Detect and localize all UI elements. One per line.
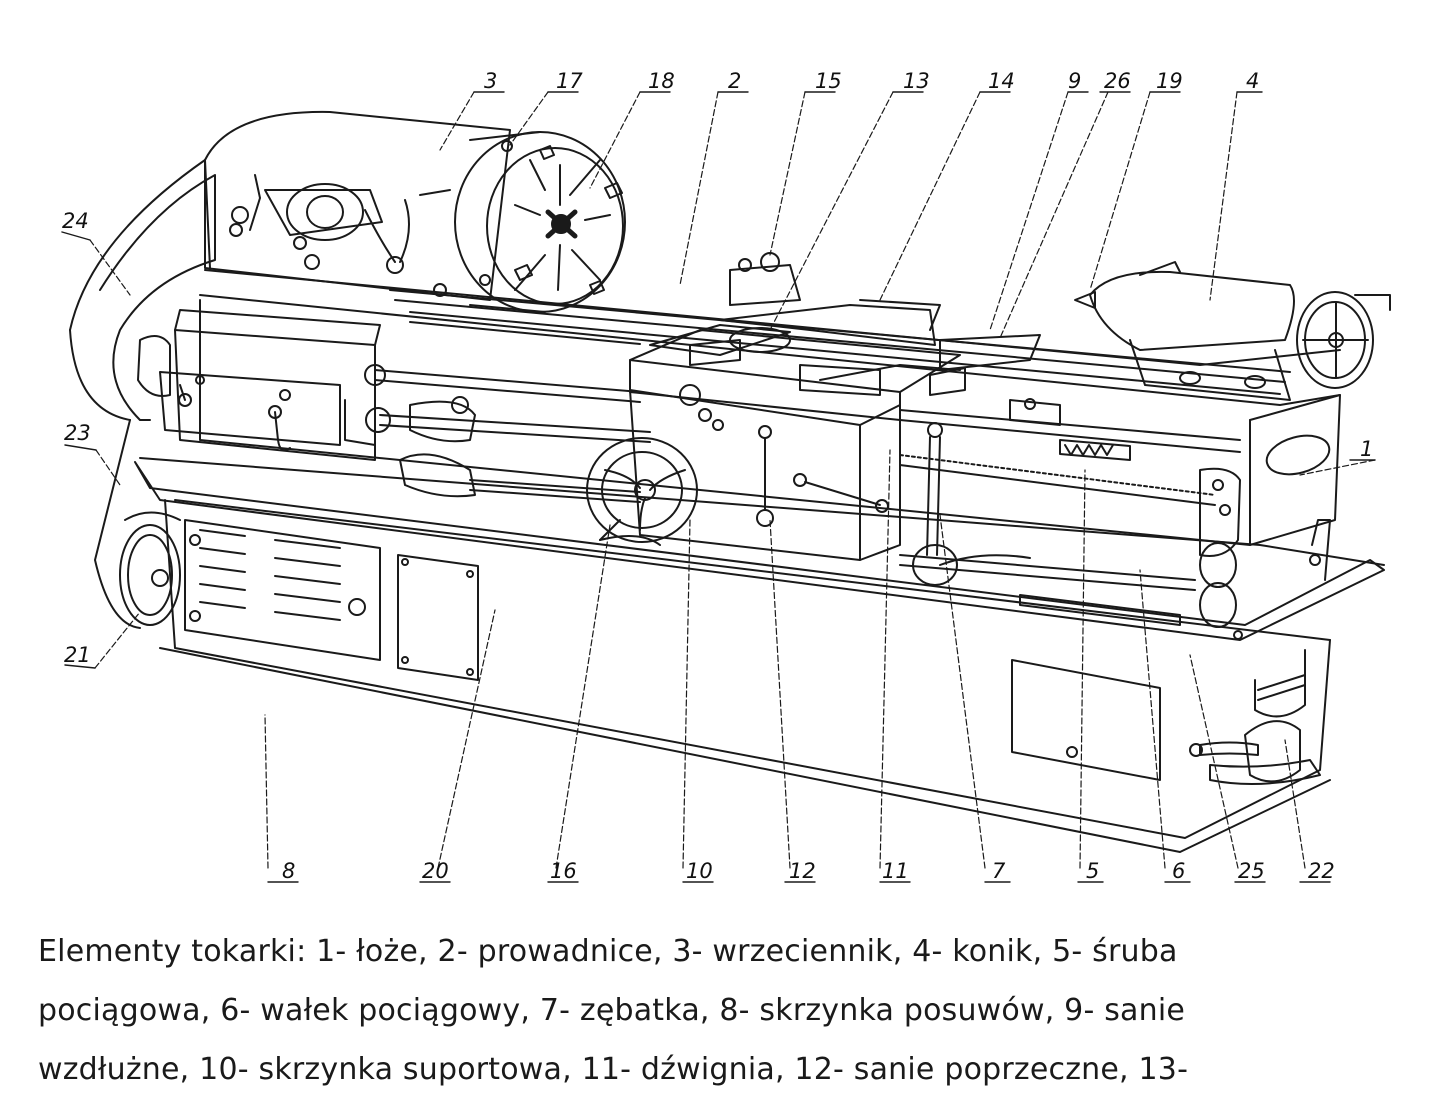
callout-label: 1 (1360, 437, 1373, 461)
chuck (454, 131, 626, 313)
belt-guard (69, 159, 216, 629)
leader-lines (89, 91, 1376, 869)
caption-line: pociągowa, 6- wałek pociągowy, 7- zębatk… (38, 993, 1186, 1028)
callout-label: 24 (62, 209, 89, 233)
callout-label: 14 (988, 69, 1015, 93)
apron (586, 389, 901, 561)
tailstock (1074, 261, 1391, 401)
label-underlines (61, 91, 1376, 883)
callout-label: 13 (903, 69, 930, 93)
callout-label: 25 (1238, 859, 1265, 883)
caption-line: wzdłużne, 10- skrzynka suportowa, 11- dź… (38, 1052, 1189, 1087)
carriage (629, 252, 1061, 431)
callout-label: 10 (686, 859, 713, 883)
callout-label: 12 (789, 859, 816, 883)
callouts-side: 24 23 21 1 (62, 209, 1373, 667)
callout-label: 17 (556, 69, 583, 93)
callout-label: 3 (484, 69, 497, 93)
callout-label: 19 (1156, 69, 1183, 93)
callouts-top: 3 17 18 2 15 13 14 9 26 19 4 (484, 69, 1259, 93)
lathe-diagram: 3 17 18 2 15 13 14 9 26 19 4 24 23 21 1 … (61, 69, 1391, 883)
callout-label: 23 (64, 421, 91, 445)
machine-base (159, 499, 1331, 853)
figure-caption: Elementy tokarki: 1- łoże, 2- prowadnice… (38, 922, 1418, 1099)
callout-label: 6 (1172, 859, 1185, 883)
callout-label: 18 (648, 69, 675, 93)
callout-label: 16 (550, 859, 577, 883)
callout-label: 8 (282, 859, 295, 883)
clutch-lever (912, 422, 1031, 586)
feed-gearbox (159, 309, 381, 461)
guideways (389, 289, 1291, 461)
callout-label: 20 (422, 859, 449, 883)
lathe-bed (199, 269, 1341, 581)
caption-line: Elementy tokarki: 1- łoże, 2- prowadnice… (38, 934, 1178, 969)
lathe-drawing: 3 17 18 2 15 13 14 9 26 19 4 24 23 21 1 … (61, 69, 1391, 883)
callout-label: 11 (882, 859, 909, 883)
chip-tray (134, 457, 1385, 641)
callout-label: 4 (1246, 69, 1259, 93)
callout-label: 21 (64, 643, 91, 667)
callout-label: 7 (992, 859, 1006, 883)
callout-label: 5 (1086, 859, 1099, 883)
callouts-bottom: 8 20 16 10 12 11 7 5 6 25 22 (282, 859, 1335, 883)
callout-label: 22 (1308, 859, 1335, 883)
feed-shafts (364, 364, 1243, 640)
headstock (204, 110, 511, 301)
callout-label: 2 (728, 69, 741, 93)
callout-label: 9 (1068, 69, 1081, 93)
callout-label: 26 (1104, 69, 1131, 93)
callout-label: 15 (815, 69, 842, 93)
